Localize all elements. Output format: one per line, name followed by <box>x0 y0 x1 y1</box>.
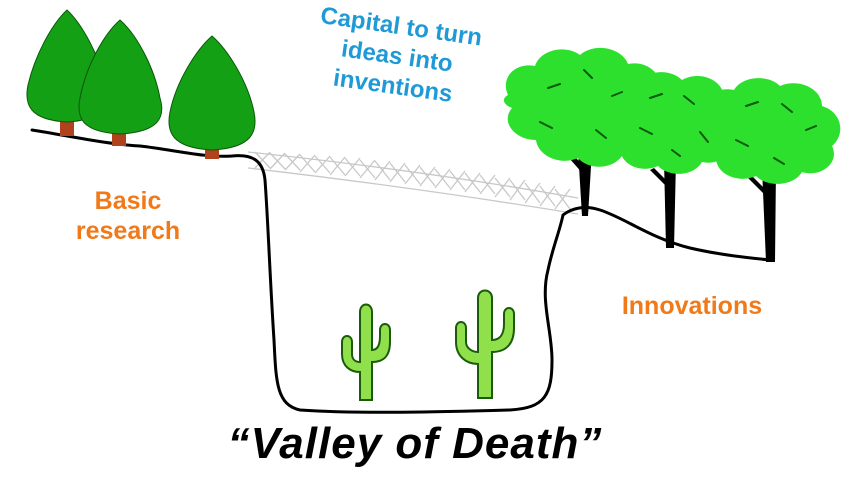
valley-of-death-title: “Valley of Death” <box>227 419 603 468</box>
basic-research-line-2: research <box>75 217 181 245</box>
cactus-icon <box>341 303 391 401</box>
innovations-label: Innovations <box>621 292 763 320</box>
basic-research-label: Basic research <box>58 186 198 246</box>
pine-tree-icon <box>168 35 256 151</box>
leaf-shading <box>539 69 817 165</box>
basic-research-line-1: Basic <box>94 187 162 215</box>
valley-terrain <box>30 128 772 414</box>
deciduous-trunks <box>562 148 776 262</box>
pine-tree-icon <box>78 19 163 135</box>
cactus-icon <box>455 289 515 399</box>
bridge-icon <box>247 151 579 215</box>
deciduous-tree-icon <box>697 78 841 184</box>
